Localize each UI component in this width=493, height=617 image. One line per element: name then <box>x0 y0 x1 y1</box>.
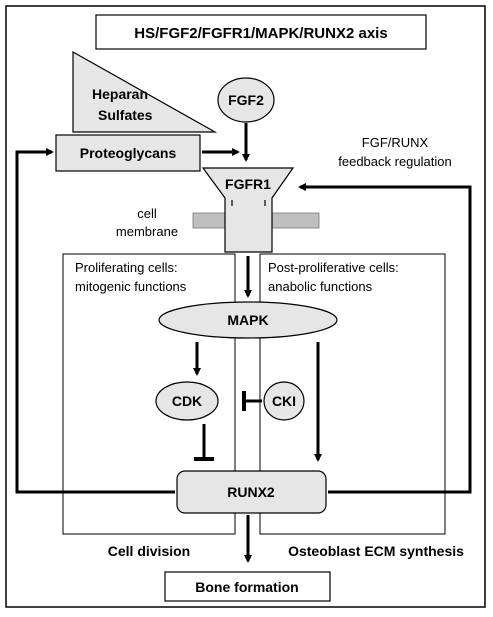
mapk-label: MAPK <box>227 312 268 328</box>
membrane-label-2: membrane <box>116 224 178 239</box>
runx2-node <box>176 470 327 514</box>
title-box <box>95 14 427 50</box>
postproliferative-label-1: Post-proliferative cells: <box>268 260 399 275</box>
cki-label: CKI <box>272 393 296 409</box>
osteoblast-ecm-label: Osteoblast ECM synthesis <box>288 543 464 559</box>
cdk-node <box>155 381 219 421</box>
post-proliferative-cells-panel <box>259 253 446 535</box>
proteoglycans-label: Proteoglycans <box>80 145 177 161</box>
fgf2-node <box>217 77 275 123</box>
feedback-label-2: feedback regulation <box>338 154 451 169</box>
heparan-label-1: Heparan <box>92 86 148 102</box>
heparan-label-2: Sulfates <box>98 107 153 123</box>
fgfr1-receptor <box>201 167 295 253</box>
bone-formation-label: Bone formation <box>195 579 298 595</box>
cki-node <box>263 381 305 421</box>
heparan-sulfates-triangle <box>72 50 218 133</box>
mapk-node <box>158 301 338 339</box>
arrow-runx2-to-proteoglycans <box>15 148 175 494</box>
runx2-label: RUNX2 <box>227 484 275 500</box>
proteoglycans-node <box>55 134 201 172</box>
postproliferative-label-2: anabolic functions <box>268 279 373 294</box>
outer-frame <box>5 5 486 608</box>
bone-formation-box <box>164 571 331 602</box>
arrow-runx2-to-fgfr1 <box>298 183 472 494</box>
fgf2-label: FGF2 <box>228 92 264 108</box>
proliferating-label-2: mitogenic functions <box>75 279 187 294</box>
fgfr1-label: FGFR1 <box>225 176 271 192</box>
feedback-label-1: FGF/RUNX <box>362 135 429 150</box>
cell-division-label: Cell division <box>108 543 190 559</box>
proliferating-cells-panel <box>62 253 236 535</box>
diagram-title: HS/FGF2/FGFR1/MAPK/RUNX2 axis <box>134 25 387 42</box>
cdk-label: CDK <box>172 393 202 409</box>
membrane-label-1: cell <box>137 206 157 221</box>
proliferating-label-1: Proliferating cells: <box>75 260 178 275</box>
